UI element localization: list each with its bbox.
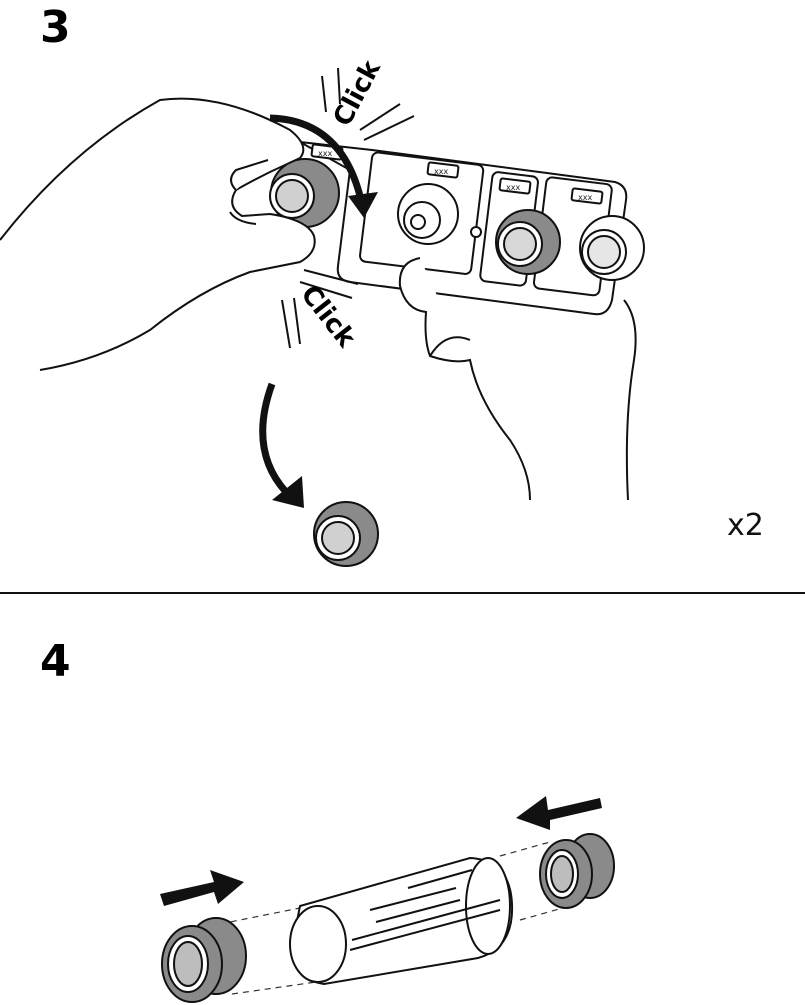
right-hand-icon [398, 257, 637, 501]
cap-label-4: xxx [578, 193, 592, 202]
cap-label-2: xxx [434, 167, 448, 176]
roller-tube-icon [289, 856, 514, 986]
straight-arrow-icon [160, 870, 244, 906]
loose-cap-icon [313, 501, 379, 567]
cap-label-3: xxx [506, 183, 520, 192]
curved-arrow-icon [269, 114, 378, 218]
step-3-illustration: xxx xxx xxx xxx [0, 55, 645, 567]
quantity-multiplier: x2 [727, 508, 764, 543]
click-lines-bottom [281, 269, 359, 349]
step-4-number: 4 [40, 636, 71, 687]
end-cap-icon [161, 917, 247, 1003]
click-bottom-label: Click [294, 280, 361, 354]
cap-label-1: xxx [318, 149, 332, 158]
click-top-label: Click [328, 55, 388, 131]
left-hand-icon [0, 97, 316, 371]
frame-knob-icon [397, 183, 459, 245]
held-cap-icon [269, 158, 340, 228]
curved-arrow-icon [259, 382, 304, 508]
click-lines-top [321, 67, 415, 141]
step-divider [0, 592, 805, 594]
straight-arrow-icon [516, 796, 602, 830]
step-4-illustration [160, 796, 615, 1003]
end-cap-icon [495, 209, 645, 281]
step-3-number: 3 [40, 2, 71, 53]
end-cap-icon [539, 833, 615, 909]
